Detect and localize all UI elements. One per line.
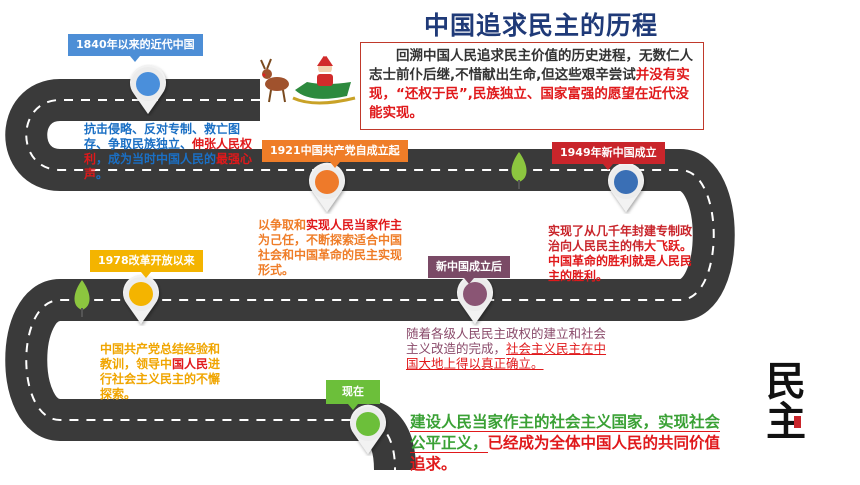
map-pin-icon (126, 64, 170, 120)
stage-label-after-1949: 新中国成立后 (428, 256, 510, 284)
stage-label-1840: 1840年以来的近代中国 (68, 34, 203, 62)
calligraphy-seal: 民主 (759, 360, 806, 440)
tree-icon (508, 150, 530, 194)
stage-label-1921: 1921中国共产党自成立起 (262, 140, 408, 168)
stage-note-1949: 实现了从几千年封建专制政治向人民民主的伟大飞跃。中国革命的胜利就是人民民主的胜利… (548, 224, 693, 283)
intro-box: 回溯中国人民追求民主价值的历史进程，无数仁人志士前仆后继,不惜献出生命,但这些艰… (360, 42, 704, 130)
stage-label-1978: 1978改革开放以来 (90, 250, 203, 278)
stage-note-1840: 抗击侵略、反对专制、救亡图存、争取民族独立、伸张人民权利，成为当时中国人民的最强… (84, 122, 253, 181)
intro-text: 回溯中国人民追求民主价值的历史进程，无数仁人志士前仆后继,不惜献出生命,但这些艰… (369, 48, 693, 83)
map-pin-icon (119, 274, 163, 330)
map-pin-icon (346, 404, 390, 460)
stage-note-1921: 以争取和实现人民当家作主为己任，不断探索适合中国社会和中国革命的民主实现形式。 (258, 218, 403, 277)
stage-label-now: 现在 (326, 380, 380, 410)
map-pin-icon (453, 274, 497, 330)
page-title: 中国追求民主的历程 (423, 11, 658, 40)
tree-icon (71, 278, 93, 322)
intro-highlight: 并没有实现，“还权于民”,民族独立、国家富强的愿望在近代没能实现。 (369, 67, 690, 121)
map-pin-icon (604, 162, 648, 218)
stage-note-after-1949: 随着各级人民民主政权的建立和社会主义改造的完成，社会主义民主在中国大地上得以真正… (406, 326, 607, 371)
stage-label-1949: 1949年新中国成立 (552, 142, 665, 170)
santa-sleigh-icon (255, 51, 365, 112)
stage-note-1978: 中国共产党总结经验和教训，领导中国人民进行社会主义民主的不懈探索。 (100, 342, 221, 401)
final-statement: 建设人民当家作主的社会主义国家，实现社会公平正义，已经成为全体中国人民的共同价值… (410, 413, 721, 473)
map-pin-icon (305, 162, 349, 218)
seal-stamp-icon (794, 416, 801, 428)
